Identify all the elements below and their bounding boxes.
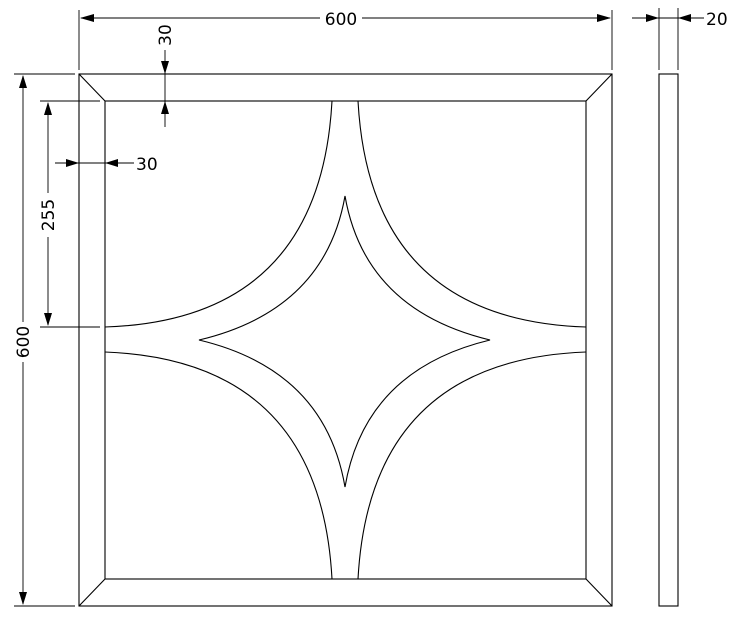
front-view	[78, 73, 613, 607]
dimension-frame-left: 30	[55, 150, 158, 175]
frame-miter-top-left	[78, 73, 106, 102]
frame-miter-bottom-right	[585, 578, 613, 607]
dim-label-inner-height: 255	[39, 199, 59, 231]
panel-side-profile	[658, 73, 679, 607]
frame-outer-edge	[78, 73, 613, 607]
dimension-overall-width: 600	[78, 10, 613, 70]
arc-bottom-right	[357, 351, 587, 580]
dim-label-overall-width: 600	[325, 10, 357, 30]
dimension-inner-height: 255	[39, 100, 100, 328]
arc-top-left	[104, 100, 333, 328]
dimension-panel-depth: 20	[632, 8, 728, 70]
dim-label-frame-left: 30	[136, 155, 158, 175]
dim-label-overall-height: 600	[14, 326, 34, 358]
dim-label-frame-top: 30	[156, 24, 176, 46]
dimension-overall-height: 600	[14, 73, 75, 607]
frame-miter-bottom-left	[78, 578, 106, 607]
dim-label-panel-depth: 20	[706, 10, 728, 30]
frame-miter-top-right	[585, 73, 613, 102]
dimension-frame-top: 30	[150, 24, 180, 127]
center-star	[198, 195, 491, 488]
side-view	[658, 73, 679, 607]
arc-bottom-left	[104, 351, 333, 580]
frame-inner-edge	[104, 100, 587, 580]
arc-top-right	[357, 100, 587, 328]
